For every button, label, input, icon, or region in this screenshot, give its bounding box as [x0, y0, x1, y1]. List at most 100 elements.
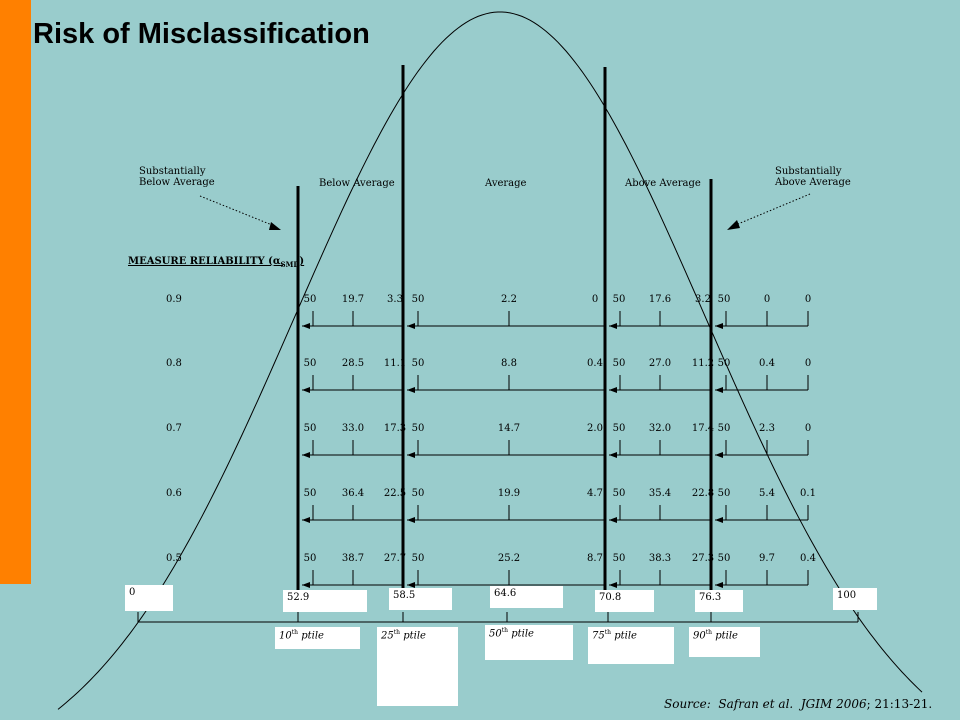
reliability-heading: MEASURE RELIABILITY (αSMD): [128, 256, 304, 269]
category-line: Above Average: [775, 177, 851, 188]
reliability-value: 0.5: [166, 553, 182, 564]
category-line: Substantially: [139, 166, 206, 177]
percentile-sup: th: [393, 629, 401, 636]
reliability-heading-text: MEASURE RELIABILITY (α: [128, 256, 281, 267]
misclassification-value: 19.9: [497, 488, 521, 499]
row-bracket-arrow: [715, 517, 723, 523]
accent-bar: [0, 0, 31, 584]
category-above-average: Above Average: [625, 178, 701, 189]
percentile-num: 75: [592, 630, 605, 642]
misclassification-value: 17.3: [383, 423, 407, 434]
row-bracket-arrow: [302, 517, 310, 523]
misclassification-value: 50: [411, 423, 425, 434]
category-line: Below Average: [139, 177, 215, 188]
cutpoint-box: 64.6: [490, 586, 563, 608]
misclassification-value: 2.2: [501, 294, 517, 305]
percentile-sup: th: [604, 629, 612, 636]
reliability-row-brackets: [302, 311, 809, 588]
percentile-text: ptile: [301, 630, 324, 642]
row-bracket-arrow: [407, 582, 415, 588]
row-bracket-arrow: [407, 387, 415, 393]
misclassification-value: 50: [411, 553, 425, 564]
misclassification-value: 50: [411, 294, 425, 305]
row-bracket-arrow: [407, 452, 415, 458]
percentile-num: 25: [381, 630, 394, 642]
misclassification-value: 50: [717, 553, 731, 564]
misclassification-value: 28.5: [341, 358, 365, 369]
misclassification-value: 38.3: [648, 553, 672, 564]
cutpoint-box: 70.8: [595, 590, 654, 612]
percentile-num: 10: [279, 630, 292, 642]
row-bracket-arrow: [302, 387, 310, 393]
row-bracket-arrow: [715, 582, 723, 588]
pointer-arrow-left: [269, 222, 281, 230]
cutpoint-box: 58.5: [389, 588, 452, 610]
category-substantially-above: Substantially Above Average: [775, 166, 851, 188]
category-substantially-below: Substantially Below Average: [139, 166, 215, 188]
misclassification-value: 0.4: [587, 358, 603, 369]
percentile-num: 90: [693, 630, 706, 642]
misclassification-value: 22.5: [383, 488, 407, 499]
reliability-value: 0.9: [166, 294, 182, 305]
misclassification-value: 50: [303, 488, 317, 499]
percentile-text: ptile: [403, 630, 426, 642]
row-bracket-arrow: [302, 452, 310, 458]
percentile-sup: th: [501, 627, 509, 634]
percentile-text: ptile: [511, 628, 534, 640]
reliability-value: 0.6: [166, 488, 182, 499]
percentile-box: 75th ptile: [588, 627, 674, 664]
misclassification-value: 8.7: [587, 553, 603, 564]
misclassification-value: 17.6: [648, 294, 672, 305]
source-journal: JGIM 2006: [800, 697, 867, 711]
percentile-text: ptile: [614, 630, 637, 642]
misclassification-value: 11.2: [691, 358, 715, 369]
source-pages: ; 21:13-21.: [866, 697, 933, 711]
cutpoint-box: 52.9: [283, 590, 367, 612]
misclassification-value: 19.7: [341, 294, 365, 305]
misclassification-value: 33.0: [341, 423, 365, 434]
misclassification-value: 0: [804, 358, 812, 369]
cutpoint-box: 76.3: [695, 590, 743, 612]
slide-title: Risk of Misclassification: [33, 18, 370, 50]
misclassification-value: 27.7: [383, 553, 407, 564]
bell-curve: [57, 11, 923, 710]
category-line: Substantially: [775, 166, 842, 177]
reliability-heading-close: ): [299, 256, 305, 267]
misclassification-value: 0: [591, 294, 599, 305]
misclassification-value: 50: [612, 488, 626, 499]
misclassification-value: 2.0: [587, 423, 603, 434]
category-boundary-lines: [296, 65, 713, 590]
misclassification-value: 0: [804, 294, 812, 305]
percentile-sup: th: [705, 629, 713, 636]
misclassification-value: 50: [717, 423, 731, 434]
row-bracket-arrow: [609, 582, 617, 588]
bell-curve-path: [57, 11, 923, 710]
category-average: Average: [485, 178, 527, 189]
misclassification-value: 3.3: [387, 294, 403, 305]
misclassification-value: 0: [804, 423, 812, 434]
row-bracket-arrow: [302, 582, 310, 588]
misclassification-value: 50: [612, 294, 626, 305]
misclassification-value: 2.3: [759, 423, 775, 434]
row-bracket-arrow: [609, 323, 617, 329]
pointer-line-left: [199, 195, 273, 226]
misclassification-value: 50: [303, 358, 317, 369]
misclassification-value: 36.4: [341, 488, 365, 499]
misclassification-value: 50: [411, 488, 425, 499]
misclassification-value: 8.8: [501, 358, 517, 369]
row-bracket-arrow: [609, 387, 617, 393]
misclassification-value: 5.4: [759, 488, 775, 499]
row-bracket-arrow: [407, 517, 415, 523]
percentile-text: ptile: [715, 630, 738, 642]
misclassification-value: 50: [717, 488, 731, 499]
row-bracket-arrow: [715, 323, 723, 329]
scale-axis: [137, 612, 859, 623]
row-bracket-arrow: [609, 452, 617, 458]
misclassification-value: 0.1: [800, 488, 816, 499]
scale-max-box: 100: [833, 588, 877, 610]
source-label: Source:: [664, 697, 711, 711]
misclassification-value: 50: [717, 358, 731, 369]
misclassification-value: 22.8: [691, 488, 715, 499]
percentile-box: 50th ptile: [485, 625, 573, 660]
